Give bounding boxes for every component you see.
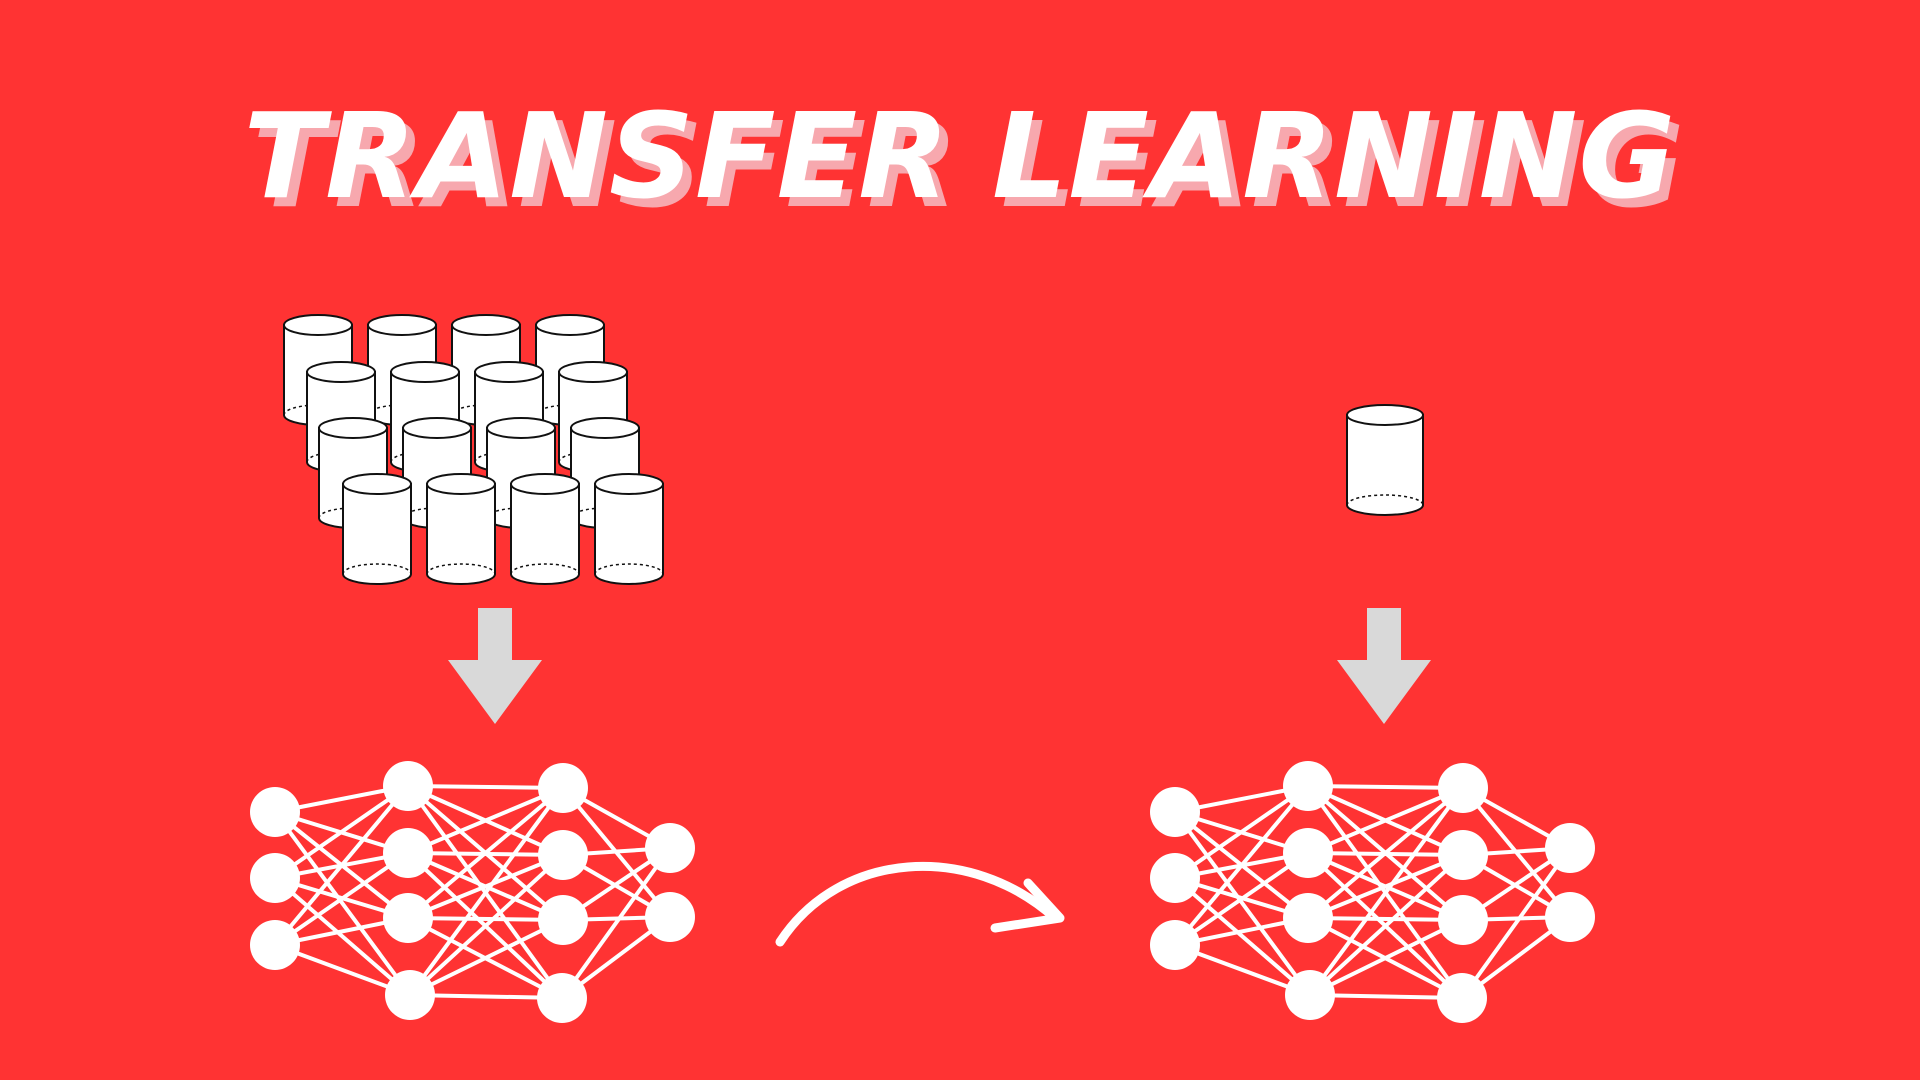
network-edge [1308, 786, 1465, 997]
network-edge [273, 876, 412, 997]
network-edge [408, 786, 565, 997]
network-node [250, 787, 300, 837]
network-edge [273, 851, 410, 947]
network-edge [406, 853, 565, 920]
small-dataset-group [1346, 404, 1424, 516]
network-connections [273, 784, 672, 1000]
network-node [1283, 761, 1333, 811]
network-node [645, 823, 695, 873]
network-edge [1306, 784, 1465, 790]
database-cylinder-icon [510, 473, 580, 585]
page-title: TRANSFER LEARNING [243, 87, 1677, 225]
network-edge [1308, 853, 1465, 997]
network-edge [273, 810, 412, 997]
network-node [383, 828, 433, 878]
network-edge [408, 993, 564, 1000]
network-node [1283, 893, 1333, 943]
network-connections [1173, 784, 1572, 1000]
network-node [383, 761, 433, 811]
network-node [538, 830, 588, 880]
network-node [1438, 895, 1488, 945]
network-nodes [1150, 761, 1595, 1023]
network-node [537, 973, 587, 1023]
network-edge [406, 786, 565, 920]
network-edge [1173, 784, 1310, 947]
title-container: TRANSFER LEARNING [0, 87, 1920, 225]
network-edge [1308, 918, 1465, 997]
network-edge [406, 786, 565, 855]
network-node [250, 853, 300, 903]
network-edge [1306, 786, 1465, 920]
network-edge [273, 784, 410, 880]
network-edge [408, 853, 565, 997]
target-neural-network [1150, 761, 1595, 1023]
network-edge [408, 918, 565, 997]
network-node [645, 892, 695, 942]
database-cylinder-icon [342, 473, 412, 585]
database-cylinder-icon [1346, 404, 1424, 516]
network-edge [1173, 784, 1310, 880]
curved-arrow-icon [775, 862, 1060, 947]
down-arrow-right [1337, 608, 1431, 724]
network-edge [1306, 916, 1465, 922]
transfer-arrow [775, 862, 1065, 947]
network-node [1545, 892, 1595, 942]
down-arrow-left [448, 608, 542, 724]
network-node [1283, 828, 1333, 878]
network-edge [406, 916, 565, 922]
network-edge [273, 784, 410, 947]
network-node [1438, 763, 1488, 813]
network-edge [1173, 851, 1310, 947]
arrowhead-icon [990, 878, 1065, 933]
database-cylinder-icon [594, 473, 664, 585]
network-edge [1173, 876, 1312, 997]
network-edge [406, 784, 565, 790]
network-edge [560, 846, 672, 1000]
network-edge [1308, 993, 1464, 1000]
network-node [1545, 823, 1595, 873]
source-neural-network [250, 761, 695, 1023]
network-nodes [250, 761, 695, 1023]
network-node [1438, 830, 1488, 880]
network-node [1150, 920, 1200, 970]
network-node [1285, 970, 1335, 1020]
network-node [250, 920, 300, 970]
network-edge [1306, 853, 1465, 920]
network-node [1150, 853, 1200, 903]
network-edge [1173, 810, 1312, 997]
database-cylinder-icon [426, 473, 496, 585]
network-node [385, 970, 435, 1020]
network-node [383, 893, 433, 943]
down-arrow-icon [1337, 608, 1431, 724]
down-arrow-icon [448, 608, 542, 724]
network-edge [1306, 786, 1465, 855]
network-node [538, 895, 588, 945]
network-node [1437, 973, 1487, 1023]
large-dataset-group [283, 314, 664, 585]
network-node [538, 763, 588, 813]
network-edge [1460, 846, 1572, 1000]
network-node [1150, 787, 1200, 837]
